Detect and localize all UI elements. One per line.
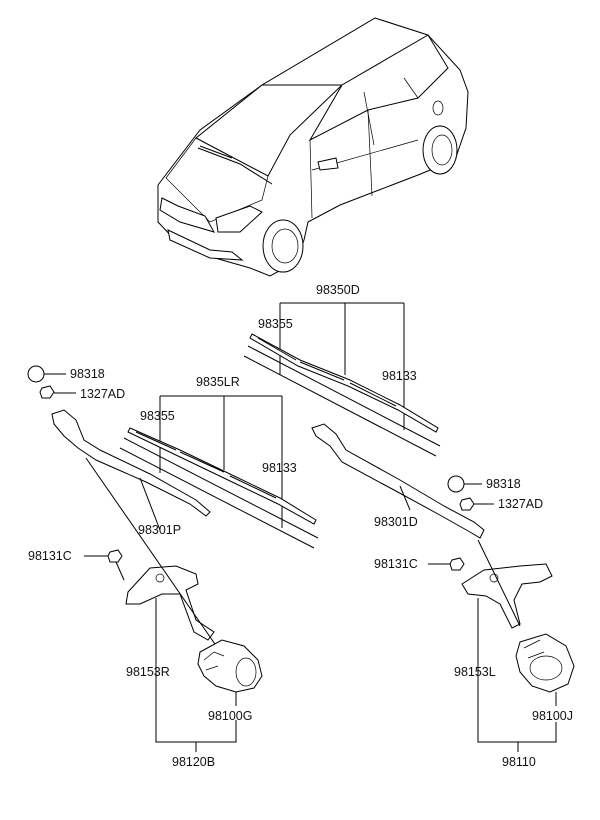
link-rod-right [477,539,521,627]
motor-left-cap [235,657,257,687]
cap-right-part [447,475,465,493]
label-98100G: 98100G [208,709,252,723]
label-98153L: 98153L [454,665,496,679]
car-rear-rim [431,134,453,166]
bolt-left-part [107,549,123,563]
label-98110: 98110 [502,755,536,769]
driver-refill-2 [243,355,437,457]
cap-left-part [27,365,45,383]
linkage-left-pivot [155,573,165,583]
part-labels: 98350D 98355 98133 9835LR 98355 98133 98… [28,283,573,769]
left-assembly [27,365,263,752]
label-9835LR: 9835LR [196,375,240,389]
car-door-line-rear [367,109,373,197]
car-front-rim [271,228,299,264]
motor-right-part [515,633,575,693]
bracket-98110 [477,598,557,743]
motor-left-part [197,639,263,693]
label-98350D: 98350D [316,283,360,297]
nut-left-part [39,385,55,399]
label-98355-driver: 98355 [258,317,293,331]
driver-refill-1 [247,345,441,447]
passenger-blade-group [119,395,319,549]
link-rod-left [85,457,227,661]
leader-arm-left [139,477,161,531]
car-headlight [215,205,263,233]
label-1327AD-left: 1327AD [80,387,125,401]
nut-right-part [459,497,475,511]
passenger-refill-2 [119,447,315,549]
driver-blade-spine [257,337,397,407]
car-fuel-door [432,100,444,116]
car-illustration [157,17,469,277]
label-98131C-right: 98131C [374,557,418,571]
label-98120B: 98120B [172,755,215,769]
car-grille [159,197,216,233]
car-rear-wheel [422,125,458,175]
car-pillar-rear [403,77,419,99]
arm-left-part [51,409,211,517]
car-wiper-2 [199,145,233,159]
leader-bolt-left-2 [115,561,125,581]
label-98131C-left: 98131C [28,549,72,563]
motor-left-gear [203,651,225,671]
bolt-right-part [449,557,465,571]
label-98355-passenger: 98355 [140,409,175,423]
passenger-refill-1 [123,437,319,539]
linkage-right-pivot [489,573,499,583]
passenger-blade-spine [135,431,277,499]
motor-right-cap [529,655,563,681]
label-98133-driver: 98133 [382,369,417,383]
car-wiper [197,147,273,185]
arm-right-part [311,423,485,539]
label-98318-right: 98318 [486,477,521,491]
driver-blade [249,333,439,433]
car-front-wheel [262,219,304,273]
label-98153R: 98153R [126,665,170,679]
label-98301D: 98301D [374,515,418,529]
motor-right-gear [523,639,545,659]
passenger-blade [127,427,317,525]
label-98301P: 98301P [138,523,181,537]
car-door-line-front [309,139,313,219]
label-98133-passenger: 98133 [262,461,297,475]
car-pillar [363,91,375,146]
label-98100J: 98100J [532,709,573,723]
right-assembly [311,423,575,752]
linkage-left-part [125,565,215,641]
label-1327AD-right: 1327AD [498,497,543,511]
car-bumper [167,229,244,261]
label-98318-left: 98318 [70,367,105,381]
linkage-right-part [461,563,553,629]
car-mirror [317,157,339,171]
leader-arm-right [399,485,411,511]
driver-blade-group [243,302,441,457]
